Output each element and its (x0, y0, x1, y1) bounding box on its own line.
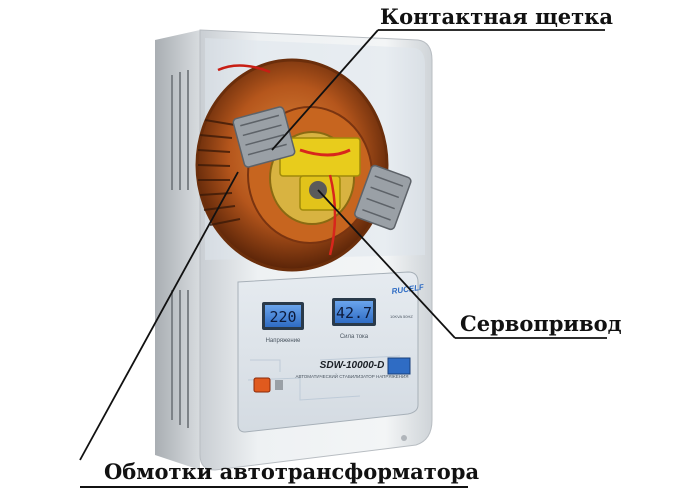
power-button[interactable] (253, 377, 271, 393)
voltage-display-value: 220 (269, 308, 296, 326)
rating-label: 10KVA 50HZ (390, 314, 413, 319)
case-side (155, 30, 200, 470)
red-wire (217, 64, 271, 74)
vent-slots (171, 70, 189, 428)
model-subtitle: АВТОМАТИЧЕСКИЙ СТАБИЛИЗАТОР НАПРЯЖЕНИЯ (296, 372, 409, 379)
current-display-value: 42.7 (336, 304, 372, 322)
contact-brush-right (354, 164, 412, 231)
product-logo-block (387, 357, 411, 375)
control-panel: 220 Напряжение 42.7 Сила тока RUCELF 10K… (237, 271, 426, 433)
voltage-display-caption: Напряжение (266, 338, 301, 344)
current-display-caption: Сила тока (340, 334, 369, 340)
screw (401, 435, 407, 441)
callout-brush-label: Контактная щетка (380, 4, 613, 29)
model-name: SDW-10000-D (320, 360, 385, 371)
callout-lines (79, 29, 607, 461)
callout-windings-underline (80, 486, 468, 488)
callout-servo-label: Сервопривод (460, 311, 622, 336)
callout-windings-label: Обмотки автотрансформатора (104, 459, 480, 484)
